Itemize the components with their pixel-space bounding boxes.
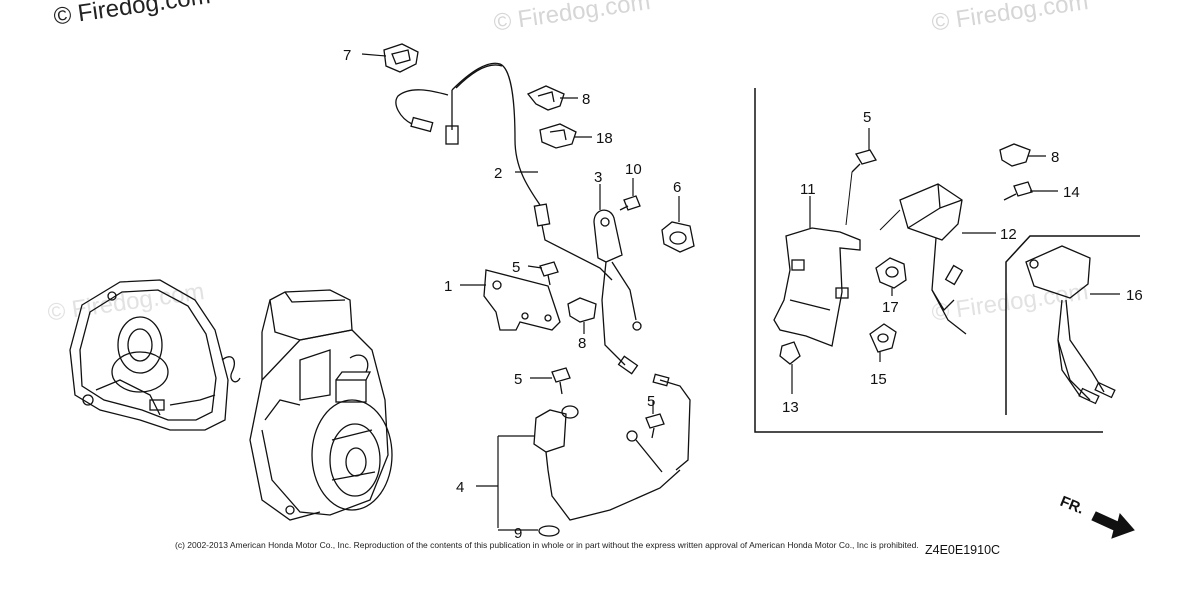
- part-15-grommet: [869, 323, 897, 353]
- part-5-bolt: [851, 149, 877, 173]
- callout-2: 2: [494, 165, 502, 182]
- callout-17: 17: [882, 299, 899, 316]
- part-17-grommet: [875, 257, 907, 289]
- callout-9: 9: [514, 525, 522, 542]
- part-4-sensor: [533, 373, 691, 521]
- callout-7: 7: [343, 47, 351, 64]
- part-5-bolt: [551, 367, 571, 395]
- callout-5: 5: [863, 109, 871, 126]
- callout-5: 5: [512, 259, 520, 276]
- copyright-notice: (c) 2002-2013 American Honda Motor Co., …: [175, 540, 919, 550]
- part-18-cord-clamp: [539, 123, 577, 149]
- part-9-washer: [538, 525, 560, 537]
- callout-11: 11: [800, 181, 816, 198]
- sub-inset-frame: [1005, 235, 1140, 415]
- part-14-bolt: [1003, 181, 1033, 201]
- part-10-bolt: [619, 195, 641, 211]
- callout-3: 3: [594, 169, 602, 186]
- callout-13: 13: [782, 399, 799, 416]
- callout-8: 8: [582, 91, 590, 108]
- part-3-cover: [593, 209, 642, 375]
- callout-1: 1: [444, 278, 452, 295]
- part-8-cord-clamp: [999, 143, 1031, 167]
- callout-10: 10: [625, 161, 642, 178]
- part-5-bolt: [539, 261, 559, 286]
- part-2-wire-harness: [395, 62, 613, 281]
- part-13-clip: [779, 341, 801, 365]
- part-11-bracket: [773, 227, 861, 347]
- crankcase-cover-illustration: [69, 279, 241, 431]
- callout-5: 5: [514, 371, 522, 388]
- callout-14: 14: [1063, 184, 1080, 201]
- part-6-clamp: [661, 221, 695, 253]
- diagram-code: Z4E0E1910C: [925, 543, 1001, 557]
- part-5-bolt: [645, 413, 665, 439]
- engine-illustration: [249, 289, 393, 521]
- part-8-cord-clamp: [567, 297, 597, 323]
- callout-8: 8: [578, 335, 586, 352]
- front-arrow-icon: [1091, 511, 1135, 539]
- callout-8: 8: [1051, 149, 1059, 166]
- part-12-control-unit: [899, 183, 967, 335]
- callout-5: 5: [647, 393, 655, 410]
- callout-16: 16: [1126, 287, 1143, 304]
- part-7-cord-clip: [383, 43, 419, 73]
- part-8-cord-clamp: [526, 85, 565, 111]
- inset-frame: [754, 88, 1103, 433]
- part-16-control-unit: [1025, 245, 1116, 405]
- callout-15: 15: [870, 371, 887, 388]
- callout-4: 4: [456, 479, 464, 496]
- callout-6: 6: [673, 179, 681, 196]
- part-1-bracket: [483, 269, 561, 331]
- callout-12: 12: [1000, 226, 1017, 243]
- callout-18: 18: [596, 130, 613, 147]
